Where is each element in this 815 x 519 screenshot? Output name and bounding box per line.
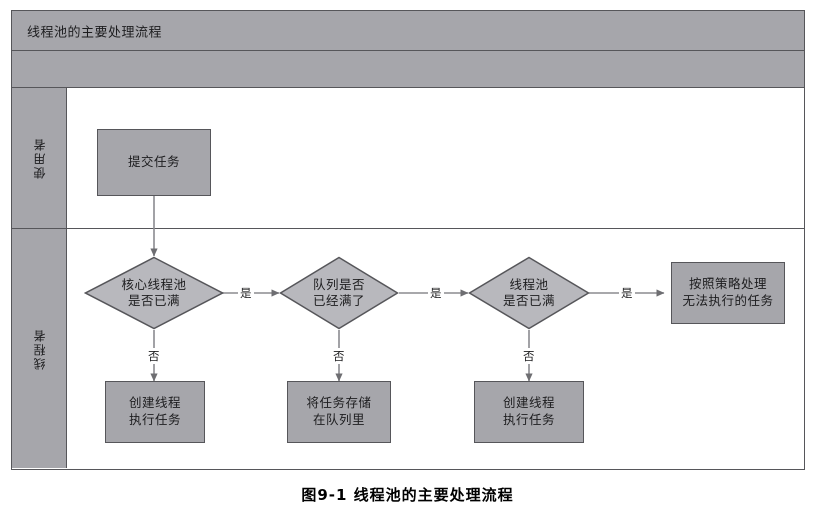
edge-label-core-full-yes: 是	[238, 285, 254, 301]
node-submit-label: 提交任务	[127, 154, 180, 170]
node-store-queue-label: 将任务存储 在队列里	[306, 395, 371, 429]
edge-label-core-full-no: 否	[146, 348, 162, 364]
node-reject-label-line1: 按照策略处理	[688, 276, 767, 292]
node-pool-full[interactable]: 线程池 是否已满	[468, 256, 590, 330]
node-queue-full[interactable]: 队列是否 已经满了	[279, 256, 399, 330]
node-submit[interactable]: 提交任务	[97, 129, 211, 196]
core-full-diamond-shape	[84, 256, 224, 330]
edge-label-pool-full-no: 否	[521, 348, 537, 364]
node-queue-full-label-line2: 已经满了	[312, 293, 365, 308]
figure-caption: 图9-1 线程池的主要处理流程	[301, 486, 514, 504]
node-create-1-label-line2: 执行任务	[128, 412, 181, 427]
edge-label-queue-full-no: 否	[331, 348, 347, 364]
node-core-full-label: 核心线程池 是否已满	[121, 277, 186, 310]
diagram-title-row: 线程池的主要处理流程	[12, 11, 804, 51]
node-pool-full-label: 线程池 是否已满	[503, 277, 555, 310]
page-title: 线程池的主要处理流程	[27, 25, 163, 40]
node-pool-full-label-line2: 是否已满	[502, 293, 555, 308]
node-store-queue-label-line1: 将任务存储	[306, 395, 372, 411]
node-create-1-label: 创建线程 执行任务	[129, 395, 181, 429]
pool-full-diamond-shape	[468, 256, 590, 330]
node-core-full-label-line1: 核心线程池	[121, 276, 187, 292]
node-core-full-label-line2: 是否已满	[127, 293, 180, 308]
lane-label-pool-text: 线程者	[32, 327, 47, 370]
edge-label-pool-full-yes: 是	[619, 285, 635, 301]
node-create-2-label-line1: 创建线程	[502, 395, 555, 411]
node-create-2-label: 创建线程 执行任务	[503, 395, 555, 429]
node-create-1[interactable]: 创建线程 执行任务	[105, 381, 205, 443]
diagram-subtitle-row	[12, 51, 804, 88]
node-create-2[interactable]: 创建线程 执行任务	[474, 381, 584, 443]
node-queue-full-label-line1: 队列是否	[312, 276, 365, 292]
lane-label-user-text: 使用者	[32, 137, 47, 179]
node-queue-full-label: 队列是否 已经满了	[313, 277, 365, 310]
node-create-1-label-line1: 创建线程	[128, 395, 181, 411]
edge-label-queue-full-yes: 是	[428, 285, 444, 301]
lane-label-user: 使用者	[12, 88, 67, 228]
swimlane-frame: 线程池的主要处理流程 使用者 线程者	[11, 10, 805, 470]
lane-label-pool: 线程者	[12, 229, 67, 468]
node-reject-label-line2: 无法执行的任务	[682, 293, 774, 308]
node-create-2-label-line2: 执行任务	[502, 412, 555, 427]
node-store-queue-label-line2: 在队列里	[312, 412, 365, 427]
node-pool-full-label-line1: 线程池	[509, 276, 549, 292]
node-store-queue[interactable]: 将任务存储 在队列里	[287, 381, 391, 443]
queue-full-diamond-shape	[279, 256, 399, 330]
node-reject[interactable]: 按照策略处理 无法执行的任务	[671, 262, 785, 324]
node-reject-label: 按照策略处理 无法执行的任务	[682, 276, 773, 310]
node-core-full[interactable]: 核心线程池 是否已满	[84, 256, 224, 330]
